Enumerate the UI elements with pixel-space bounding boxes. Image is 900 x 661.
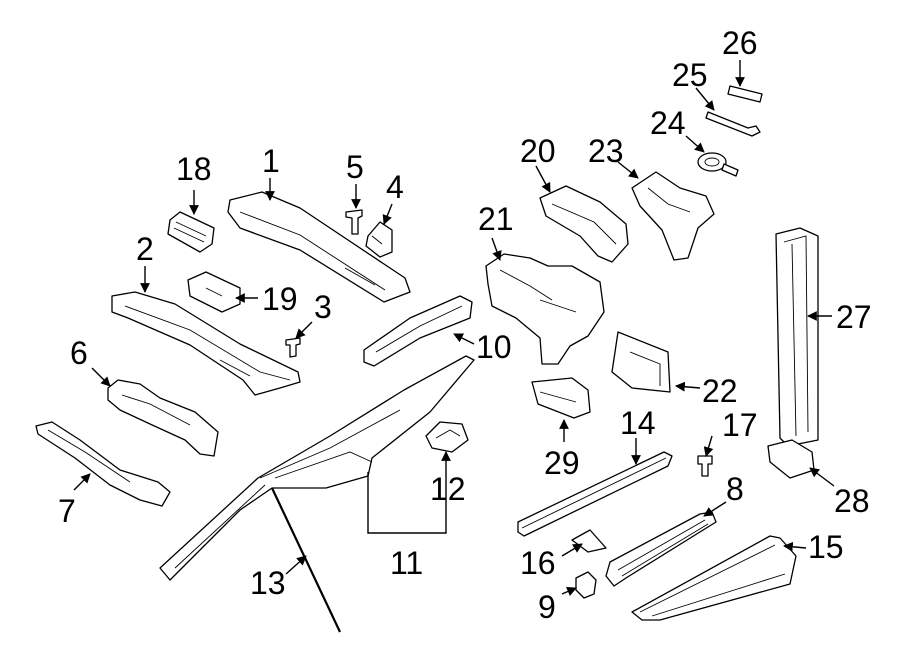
callout-10: 10 [476, 329, 512, 365]
part-23-support [631, 171, 715, 261]
callout-9: 9 [538, 589, 556, 625]
part-3-bolt [285, 337, 301, 358]
part-5-screw [345, 209, 363, 235]
callout-28: 28 [834, 483, 870, 519]
callout-23: 23 [588, 133, 624, 169]
part-9-clip [575, 571, 597, 599]
callout-27: 27 [836, 299, 872, 335]
part-10-retainer [363, 295, 473, 367]
part-20-bracket [539, 185, 629, 263]
callout-8: 8 [726, 471, 744, 507]
part-12-plate [425, 421, 469, 453]
part-7-rail [35, 421, 171, 507]
part-22-bracket [611, 331, 671, 393]
part-21-housing [485, 253, 605, 365]
callout-7: 7 [58, 493, 76, 529]
callout-18: 18 [176, 151, 212, 187]
callout-20: 20 [520, 133, 556, 169]
part-13-prop-rod [271, 487, 341, 633]
part-29-bracket [531, 377, 591, 419]
callout-4: 4 [386, 169, 404, 205]
callout-12: 12 [430, 471, 466, 507]
part-15-cargo-cover [631, 535, 797, 621]
callout-labels: 1 2 3 4 5 6 7 8 9 10 11 12 13 14 15 16 1… [58, 25, 872, 625]
part-4-clip [365, 221, 393, 258]
part-8-sill-cover [605, 511, 717, 587]
callout-3: 3 [314, 289, 332, 325]
callout-1: 1 [262, 143, 280, 179]
part-19-module [187, 271, 241, 313]
part-26-rod [727, 85, 763, 103]
part-28-cap [767, 439, 815, 479]
part-24-eye-bolt [697, 152, 739, 177]
leader-lines [73, 60, 835, 596]
callout-15: 15 [808, 529, 844, 565]
callout-25: 25 [672, 57, 708, 93]
callout-21: 21 [478, 201, 514, 237]
callout-24: 24 [650, 105, 686, 141]
callout-19: 19 [262, 281, 298, 317]
callout-16: 16 [520, 545, 556, 581]
part-25-pin [705, 111, 761, 137]
part-14-rail [517, 451, 673, 537]
callout-11: 11 [390, 545, 423, 581]
part-16-bracket [571, 529, 607, 553]
callout-29: 29 [544, 445, 580, 481]
callout-13: 13 [250, 565, 286, 601]
callout-5: 5 [346, 149, 364, 185]
part-6-bracket [107, 379, 219, 457]
callout-14: 14 [620, 405, 656, 441]
part-18-grille [167, 211, 215, 253]
callout-17: 17 [722, 407, 758, 443]
callout-22: 22 [702, 373, 738, 409]
part-1-trim-panel [227, 191, 411, 303]
part-17-bolt [697, 455, 713, 477]
part-11-floor-panel [159, 355, 475, 581]
callout-26: 26 [722, 25, 758, 61]
callout-2: 2 [136, 231, 154, 267]
part-27-panel [775, 227, 819, 447]
part-2-trim-panel [111, 291, 301, 396]
callout-6: 6 [70, 335, 88, 371]
